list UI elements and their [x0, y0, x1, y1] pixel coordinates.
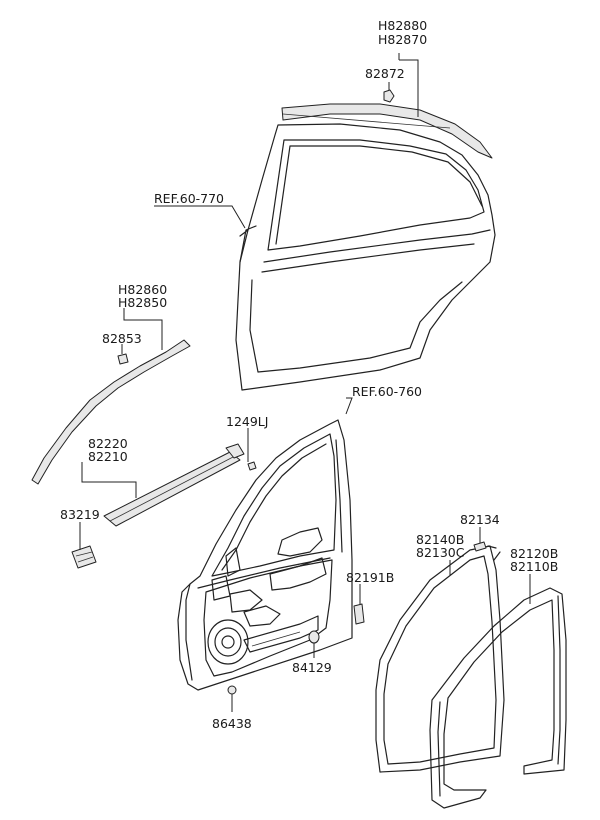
label-82220: 82220: [88, 436, 128, 451]
label-ref-60-760: REF.60-760: [352, 384, 422, 399]
part-82191b: [353, 603, 365, 625]
label-ref-60-770: REF.60-770: [154, 191, 224, 206]
clip-82134: [473, 541, 487, 552]
label-h82870: H82870: [378, 32, 427, 47]
screw-1249lj: [247, 461, 257, 471]
label-82120b: 82120B: [510, 546, 558, 561]
rear-weatherstrip: [429, 587, 567, 809]
label-1249lj: 1249LJ: [226, 414, 268, 429]
label-82853: 82853: [102, 331, 142, 346]
label-83219: 83219: [60, 507, 100, 522]
rear-door: [235, 123, 496, 391]
front-belt-moulding: [103, 443, 245, 527]
label-82134: 82134: [460, 512, 500, 527]
bracket-83219: [71, 545, 97, 569]
front-upper-moulding: [31, 339, 191, 485]
rear-upper-moulding: [281, 103, 493, 159]
label-h82880: H82880: [378, 18, 427, 33]
front-weatherstrip: [375, 545, 505, 773]
label-82872: 82872: [365, 66, 405, 81]
clip-82853: [117, 353, 129, 365]
label-86438: 86438: [212, 716, 252, 731]
label-82130c: 82130C: [416, 545, 465, 560]
label-84129: 84129: [292, 660, 332, 675]
plug-84129: [308, 630, 320, 644]
label-h82860: H82860: [118, 282, 167, 297]
label-h82850: H82850: [118, 295, 167, 310]
part-labels: H82880 H82870 82872 REF.60-770 H82860 H8…: [60, 18, 558, 731]
front-door: [177, 419, 353, 691]
plug-86438: [227, 685, 237, 695]
label-82191b: 82191B: [346, 570, 394, 585]
label-82110b: 82110B: [510, 559, 558, 574]
leader-lines: [79, 53, 531, 712]
label-82210: 82210: [88, 449, 128, 464]
label-82140b: 82140B: [416, 532, 464, 547]
